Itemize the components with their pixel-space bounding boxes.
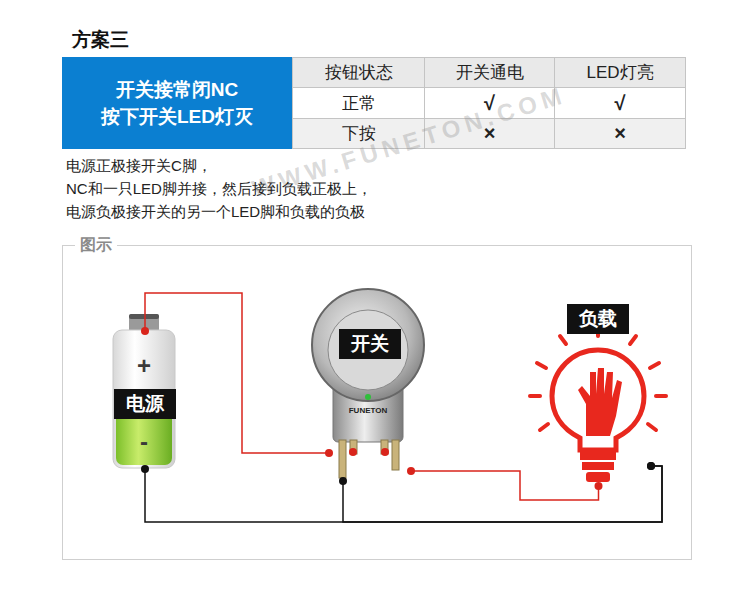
node-text: 开关接常闭NC 按下开关LED灯灭 — [77, 76, 277, 130]
wire-line — [145, 466, 662, 522]
brand-text: FUNETON — [333, 404, 403, 416]
minus-sign: - — [131, 428, 157, 456]
battery-cap-top — [129, 314, 159, 319]
node-text: 开关 — [339, 329, 401, 359]
light-ray — [656, 394, 666, 398]
light-ray — [537, 363, 546, 368]
switch-ring — [312, 289, 424, 401]
wire-dot — [141, 465, 149, 473]
wire-line — [145, 293, 329, 453]
switch-drawing — [312, 289, 424, 478]
wire — [141, 462, 662, 522]
switch-part: 开关 — [329, 301, 411, 481]
bulb-hand — [578, 368, 622, 436]
node-text: 负载 — [567, 304, 629, 334]
table-cell: 下按 — [292, 118, 425, 149]
illustration-frame: 图示电源开关负载 — [62, 245, 692, 560]
wire-dot — [407, 467, 415, 475]
light-ray — [648, 424, 656, 430]
table-cell: 正常 — [292, 87, 425, 119]
table-header: 开关通电 — [424, 57, 555, 88]
switch-led — [365, 394, 371, 400]
node-text: 图示 — [75, 235, 117, 256]
table-header: 按钮状态 — [292, 57, 425, 88]
plus-sign: + — [131, 352, 157, 380]
check-mark: √ — [554, 87, 686, 119]
pin-dot — [381, 448, 389, 456]
wire-line — [411, 471, 599, 500]
wire-dot — [647, 462, 655, 470]
light-ray — [650, 363, 659, 368]
check-mark: √ — [424, 87, 555, 119]
table-header: LED灯亮 — [554, 57, 686, 88]
condition-cell: 开关接常闭NC 按下开关LED灯灭 — [62, 57, 292, 149]
light-ray — [630, 336, 636, 344]
load-part: 负载 — [546, 301, 651, 486]
bulb-glass — [552, 350, 644, 450]
light-ray — [530, 394, 540, 398]
cross-mark: × — [424, 118, 555, 149]
wire-dot — [595, 482, 603, 490]
switch-pin — [339, 440, 346, 478]
wire — [407, 467, 603, 500]
note-line: 电源负极接开关的另一个LED脚和负载的负极 — [66, 200, 666, 223]
wire-dot — [325, 449, 333, 457]
wire-dot — [647, 462, 655, 470]
bulb-base — [586, 472, 610, 482]
battery-body — [113, 330, 175, 468]
bulb-base — [582, 462, 614, 470]
wire-dot — [141, 327, 149, 335]
bulb-base — [580, 452, 616, 460]
wire — [339, 462, 662, 522]
node-text: 电源 — [114, 389, 176, 419]
note-line: 电源正极接开关C脚， — [66, 154, 666, 177]
load-drawing — [530, 326, 666, 482]
wire-dot — [339, 477, 347, 485]
pin-dot — [349, 448, 357, 456]
switch-pin — [392, 440, 399, 470]
note-line: NC和一只LED脚并接，然后接到负载正极上， — [66, 177, 666, 200]
wire — [141, 293, 333, 457]
light-ray — [560, 336, 566, 344]
battery-drawing — [113, 314, 175, 468]
wire-line — [343, 466, 662, 522]
switch-button — [328, 310, 408, 390]
light-ray — [540, 424, 548, 430]
title-text: 方案三 — [72, 27, 129, 53]
cross-mark: × — [554, 118, 686, 149]
